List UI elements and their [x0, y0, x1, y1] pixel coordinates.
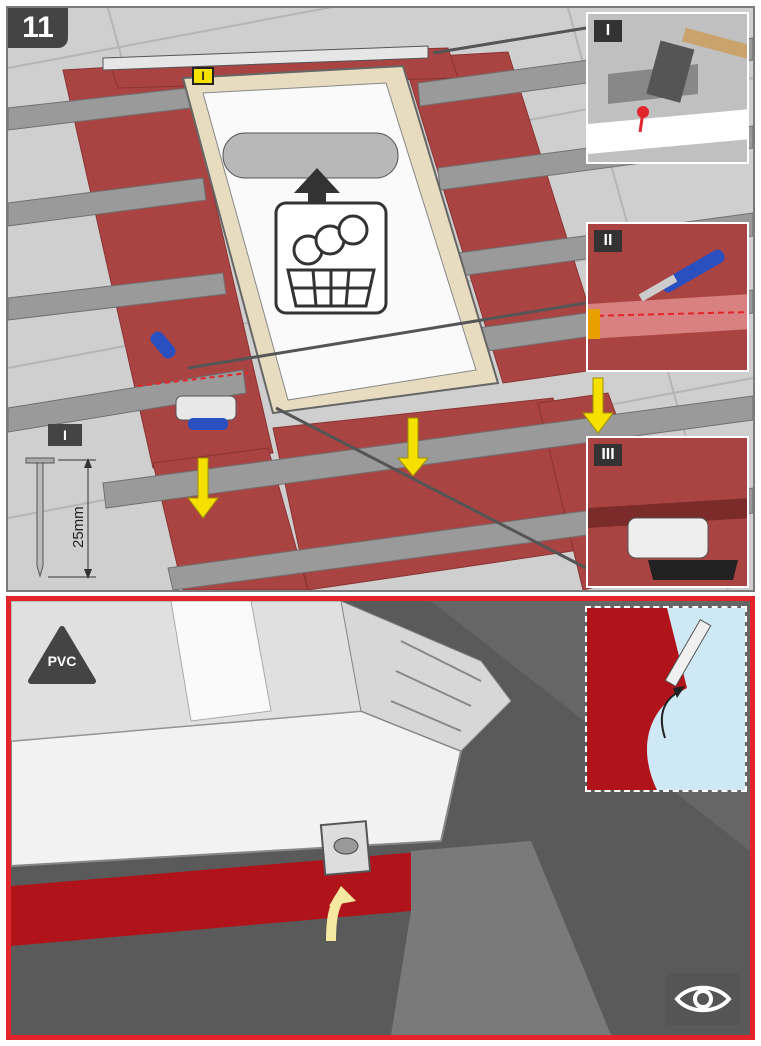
marker-roman-one: I	[192, 67, 214, 85]
view-detail-button[interactable]	[666, 973, 740, 1025]
bottom-illustration-panel: PVC	[6, 596, 755, 1040]
nail-length-label: 25mm	[70, 506, 87, 548]
step-number-badge: 11	[8, 8, 68, 48]
fold-detail-inset	[585, 606, 747, 792]
top-illustration-panel: 11 I I 25mm I	[6, 6, 755, 592]
inset-two: II	[586, 222, 749, 372]
inset-two-label: II	[594, 230, 622, 252]
nail-dimension-detail: I 25mm	[18, 416, 108, 586]
nail-icon	[18, 416, 108, 586]
inset-one: I	[586, 12, 749, 164]
inset-three-label: III	[594, 444, 622, 466]
eye-icon	[673, 982, 733, 1016]
inset-one-label: I	[594, 20, 622, 42]
pvc-material-badge: PVC	[27, 625, 97, 685]
recycle-basket-icon	[276, 203, 386, 313]
inset-three: III	[586, 436, 749, 588]
fold-detail-illustration	[587, 608, 745, 790]
pvc-label: PVC	[27, 653, 97, 669]
